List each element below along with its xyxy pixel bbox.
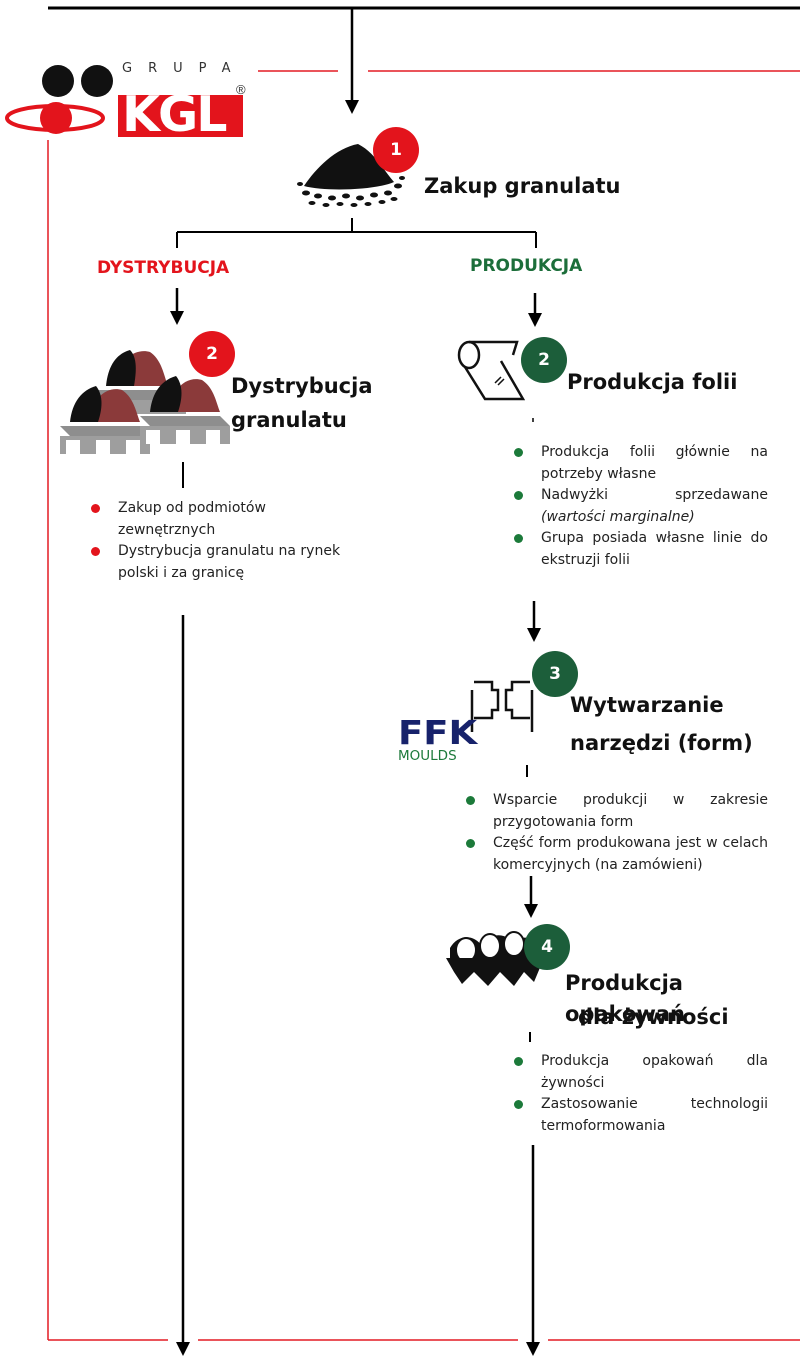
list-item: Wsparcie produkcji w zakresie przygotowa… bbox=[466, 790, 768, 833]
opakowania-bullets: Produkcja opakowań dla żywności Zastosow… bbox=[514, 1051, 768, 1137]
branch-label-dystrybucja: DYSTRYBUCJA bbox=[97, 258, 230, 278]
list-item: Zakup od podmiotów zewnętrznych bbox=[91, 498, 348, 541]
formy-bullets: Wsparcie produkcji w zakresie przygotowa… bbox=[466, 790, 768, 876]
ffk-moulds-logo: FFK MOULDS bbox=[398, 716, 488, 764]
step4-title-line2: dla żywności bbox=[578, 1005, 729, 1029]
mould-icon bbox=[470, 676, 540, 745]
list-item: Zastosowanie technologii termoformowania bbox=[514, 1094, 768, 1137]
step2-left-title-line1: Dystrybucja bbox=[231, 374, 373, 398]
pallets-icon bbox=[56, 330, 232, 463]
list-item: Nadwyżki sprzedawane (wartości marginaln… bbox=[514, 485, 768, 528]
step1-badge: 1 bbox=[373, 127, 419, 173]
bullet-dot bbox=[514, 1057, 523, 1066]
step1-title: Zakup granulatu bbox=[424, 174, 621, 198]
step4-title-line1: Produkcja opakowań bbox=[565, 971, 685, 1026]
branch-label-produkcja: PRODUKCJA bbox=[470, 256, 583, 276]
kgl-logo: GRUPA KGL ® bbox=[0, 55, 270, 145]
step4-badge: 4 bbox=[524, 924, 570, 970]
list-item: Produkcja opakowań dla żywności bbox=[514, 1051, 768, 1094]
step3-title-line1: Wytwarzanie bbox=[570, 693, 724, 717]
logo-name: KGL bbox=[122, 86, 227, 143]
logo-prefix: GRUPA bbox=[122, 61, 247, 76]
film-roll-icon bbox=[455, 337, 526, 408]
list-item: Część form produkowana jest w celach kom… bbox=[466, 833, 768, 876]
kgl-logo-mark bbox=[5, 65, 243, 137]
bullet-dot bbox=[466, 796, 475, 805]
bullet-dot bbox=[514, 1100, 523, 1109]
step2-right-badge: 2 bbox=[521, 337, 567, 383]
step2-left-title-line2: granulatu bbox=[231, 408, 347, 432]
list-item: Grupa posiada własne linie do ekstruzji … bbox=[514, 528, 768, 571]
egg-tray-icon bbox=[444, 928, 548, 1003]
step2-right-title: Produkcja folii bbox=[567, 370, 738, 394]
bullet-dot bbox=[91, 504, 100, 513]
step2-left-badge: 2 bbox=[189, 331, 235, 377]
step3-title-line2: narzędzi (form) bbox=[570, 731, 753, 755]
bullet-dot bbox=[514, 491, 523, 500]
dystrybucja-bullets: Zakup od podmiotów zewnętrznych Dystrybu… bbox=[91, 498, 348, 584]
granulate-pile-icon bbox=[296, 138, 408, 215]
ffk-logo-subtext: MOULDS bbox=[398, 748, 457, 764]
bullet-dot bbox=[514, 534, 523, 543]
folia-bullets: Produkcja folii głównie na potrzeby włas… bbox=[514, 442, 768, 571]
bullet-dot bbox=[466, 839, 475, 848]
bullet-dot bbox=[91, 547, 100, 556]
step3-badge: 3 bbox=[532, 651, 578, 697]
list-item: Produkcja folii głównie na potrzeby włas… bbox=[514, 442, 768, 485]
logo-reg-mark: ® bbox=[236, 82, 246, 97]
list-item: Dystrybucja granulatu na rynek polski i … bbox=[91, 541, 348, 584]
ffk-logo-text: FFK bbox=[398, 713, 478, 752]
bullet-dot bbox=[514, 448, 523, 457]
